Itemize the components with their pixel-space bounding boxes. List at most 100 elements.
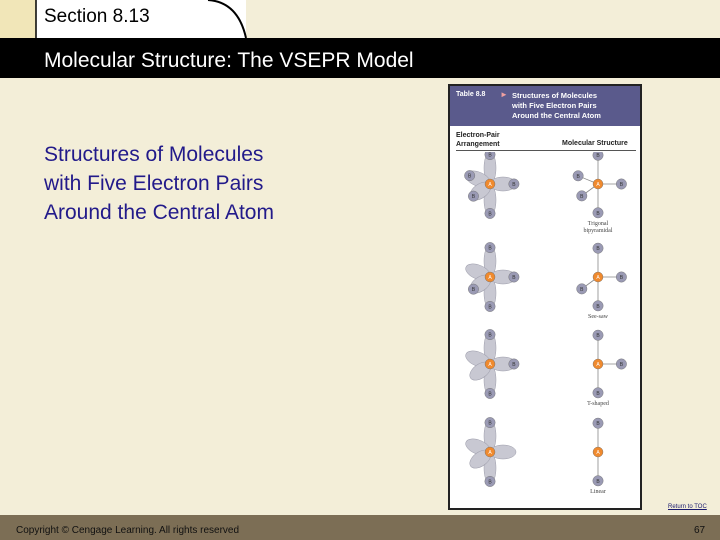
atom-label-a: A	[596, 275, 600, 281]
atom-label-b: B	[512, 362, 516, 368]
column-rule	[456, 150, 636, 151]
bonded-atom	[615, 358, 627, 370]
bonded-atom	[508, 271, 520, 283]
vsepr-table: Table 8.8 ► Structures of Molecules with…	[448, 84, 642, 510]
central-atom	[592, 271, 604, 283]
bonded-atom	[508, 178, 520, 190]
bonded-atom	[592, 207, 604, 219]
atom-label-b: B	[488, 391, 492, 397]
slide-subtitle: Structures of Molecules with Five Electr…	[44, 140, 424, 227]
atom-label-b: B	[580, 194, 584, 200]
atom-label-b: B	[596, 211, 600, 217]
atom-label-b: B	[596, 153, 600, 159]
atom-label-b: B	[620, 362, 624, 368]
atom-label-b: B	[468, 174, 472, 180]
bonded-atom	[572, 170, 584, 182]
header-tab	[36, 0, 246, 38]
page-number: 67	[694, 525, 706, 536]
atom-label-b: B	[580, 287, 584, 293]
bonded-atom	[592, 152, 604, 161]
triangle-right-icon: ►	[500, 90, 508, 99]
slide-title: Molecular Structure: The VSEPR Model	[44, 49, 414, 72]
structure-name: See-saw	[588, 314, 609, 320]
structure-name: bipyramidal	[584, 228, 613, 234]
bonded-atom	[484, 417, 496, 428]
atom-label-b: B	[488, 333, 492, 339]
central-atom	[484, 271, 496, 283]
section-label: Section 8.13	[44, 6, 150, 27]
central-atom	[484, 178, 496, 190]
geometry-drawings: BBBBBABBBBBATrigonalbipyramidalBBBBABBBB…	[464, 152, 627, 495]
atom-label-b: B	[576, 174, 580, 180]
col-header-molecular-structure: Molecular Structure	[562, 140, 628, 147]
atom-label-a: A	[596, 362, 600, 368]
bonded-atom	[592, 300, 604, 312]
central-atom	[484, 446, 496, 458]
structure-name: T-shaped	[587, 401, 609, 407]
atom-label-b: B	[488, 304, 492, 310]
atom-label-b: B	[472, 194, 476, 200]
atom-label-b: B	[620, 275, 624, 281]
central-atom	[592, 358, 604, 370]
atom-label-b: B	[596, 246, 600, 252]
bonded-atom	[464, 170, 476, 182]
atom-label-a: A	[488, 182, 492, 188]
atom-label-b: B	[596, 391, 600, 397]
bonded-atom	[592, 475, 604, 487]
atom-label-a: A	[596, 450, 600, 456]
bonded-atom	[592, 242, 604, 254]
caption-line: Structures of Molecules	[512, 91, 598, 100]
atom-label-b: B	[488, 211, 492, 217]
bonded-atom	[576, 283, 588, 295]
bonded-atom	[484, 388, 496, 399]
return-to-toc-link[interactable]: Return to TOC	[668, 504, 707, 510]
bonded-atom	[592, 329, 604, 341]
table-caption: Structures of Molecules with Five Electr…	[512, 91, 638, 121]
bonded-atom	[592, 417, 604, 429]
structure-name: Trigonal	[588, 221, 609, 227]
atom-label-b: B	[620, 182, 624, 188]
footer-bar	[0, 515, 720, 540]
central-atom	[592, 446, 604, 458]
central-atom	[592, 178, 604, 190]
atom-label-b: B	[488, 246, 492, 252]
subtitle-line: Structures of Molecules	[44, 143, 264, 166]
header-tab-curve	[35, 0, 247, 39]
bonded-atom	[484, 301, 496, 312]
atom-label-b: B	[488, 479, 492, 485]
title-bar	[0, 38, 720, 78]
atom-label-a: A	[488, 275, 492, 281]
atom-label-b: B	[472, 287, 476, 293]
atom-label-b: B	[512, 182, 516, 188]
bonded-atom	[615, 178, 627, 190]
caption-line: Around the Central Atom	[512, 111, 601, 120]
atom-label-a: A	[596, 182, 600, 188]
atom-label-a: A	[488, 362, 492, 368]
atom-label-b: B	[596, 479, 600, 485]
atom-label-b: B	[488, 421, 492, 427]
col-header-line: Arrangement	[456, 141, 500, 148]
bonded-atom	[484, 476, 496, 487]
atom-label-b: B	[596, 304, 600, 310]
central-atom	[484, 358, 496, 370]
header-accent-square	[0, 0, 36, 38]
bonded-atom	[592, 387, 604, 399]
atom-label-b: B	[488, 153, 492, 159]
col-header-line: Electron-Pair	[456, 132, 500, 139]
subtitle-line: with Five Electron Pairs	[44, 172, 264, 195]
bonded-atom	[576, 190, 588, 202]
col-header-electron-pair: Electron-Pair Arrangement	[456, 131, 516, 149]
structure-name: Linear	[590, 489, 606, 495]
bonded-atom	[484, 152, 496, 160]
bonded-atom	[508, 358, 520, 370]
bonded-atom	[484, 242, 496, 253]
copyright-text: Copyright © Cengage Learning. All rights…	[16, 525, 240, 536]
table-number: Table 8.8	[456, 91, 486, 98]
bonded-atom	[615, 271, 627, 283]
subtitle-line: Around the Central Atom	[44, 201, 274, 224]
caption-line: with Five Electron Pairs	[512, 101, 597, 110]
table-header: Table 8.8 ► Structures of Molecules with…	[450, 86, 640, 126]
atom-label-b: B	[512, 275, 516, 281]
bonded-atom	[484, 208, 496, 219]
